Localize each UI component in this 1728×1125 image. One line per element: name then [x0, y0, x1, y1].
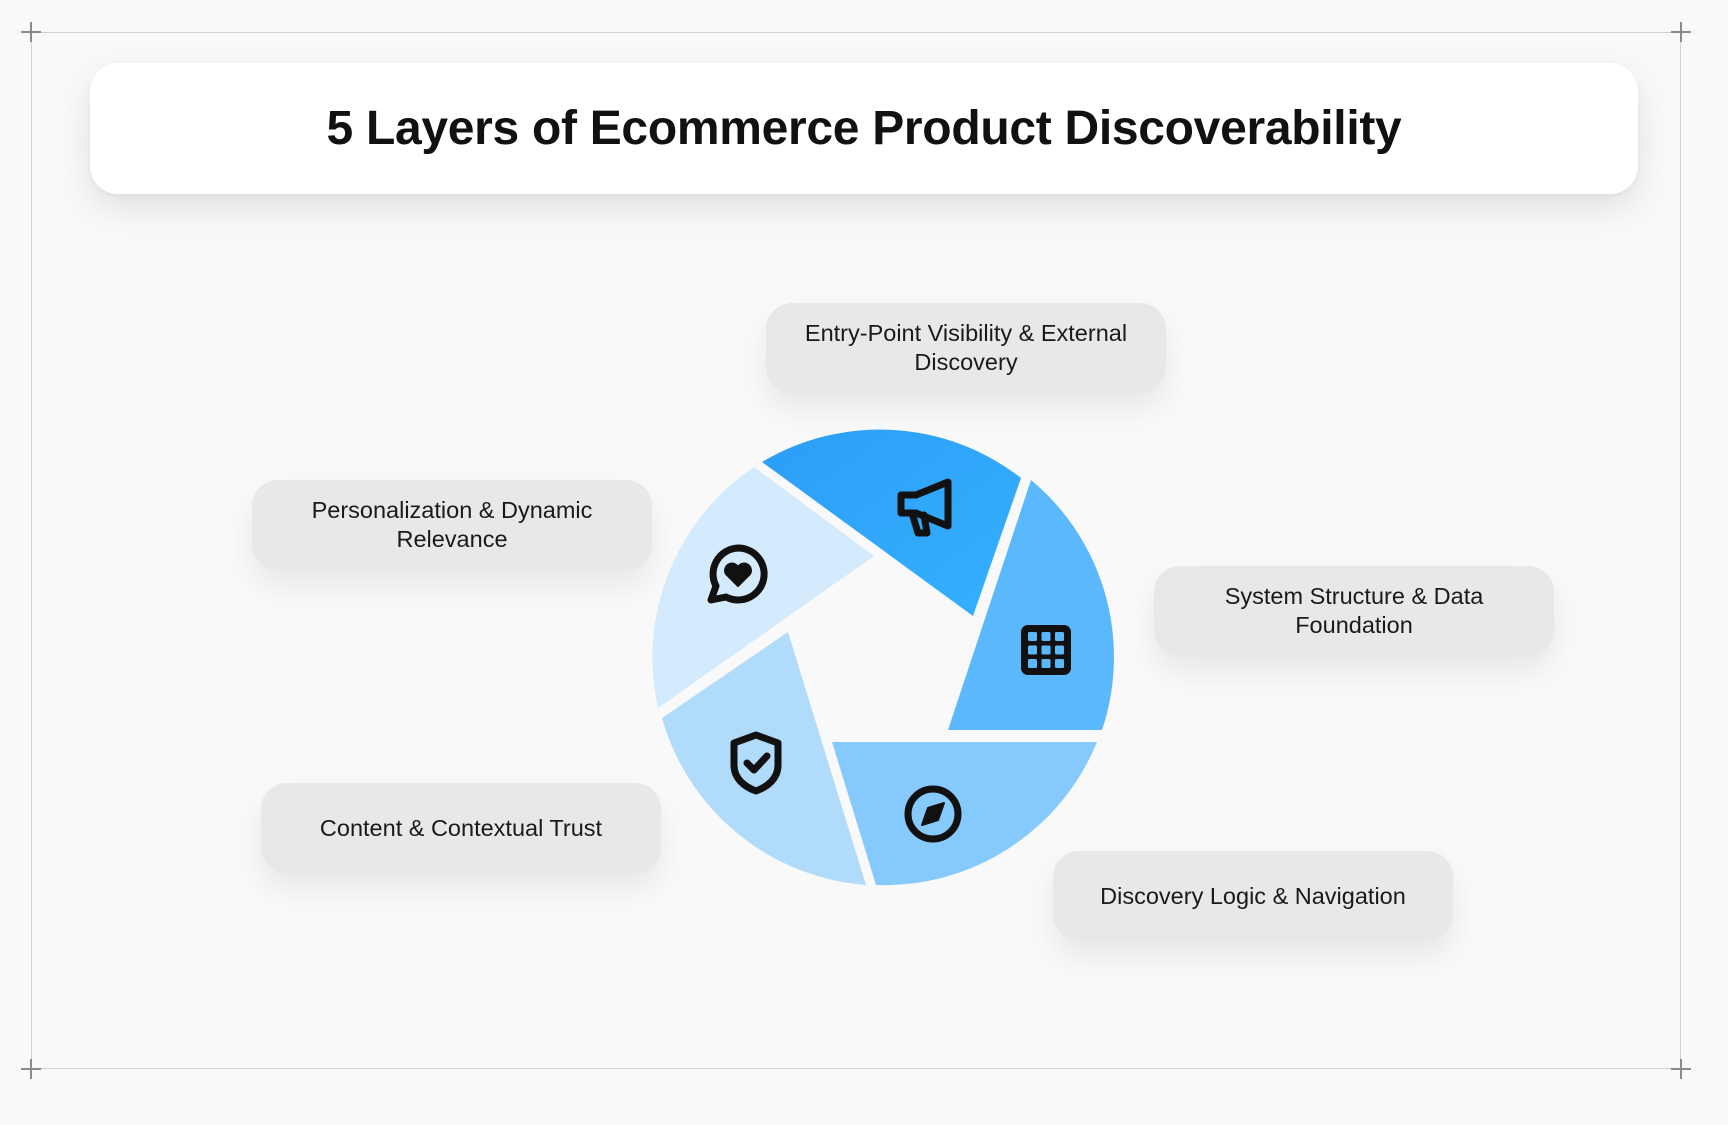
layer-label-text: Personalization & Dynamic Relevance: [311, 497, 593, 552]
grid-icon: [1021, 625, 1071, 675]
layer-label-personalization: Personalization & Dynamic Relevance: [252, 480, 652, 570]
crosshair-top-left: [21, 22, 41, 42]
page-title: 5 Layers of Ecommerce Product Discoverab…: [326, 102, 1402, 155]
compass-icon: [904, 785, 962, 843]
layer-label-text: Entry-Point Visibility & External Discov…: [804, 320, 1128, 375]
title-card: 5 Layers of Ecommerce Product Discoverab…: [90, 63, 1638, 194]
chat-heart-icon: [707, 544, 768, 604]
crosshair-bottom-right: [1671, 1059, 1691, 1079]
frame-line-left: [31, 32, 32, 1068]
blade-discovery-logic: [832, 742, 1097, 886]
layer-label-text: System Structure & Data Foundation: [1224, 583, 1484, 638]
layer-label-system-structure: System Structure & Data Foundation: [1154, 566, 1554, 656]
layer-label-text: Content & Contextual Trust: [319, 814, 603, 841]
shutter-diagram: [652, 429, 1114, 886]
layer-label-content-trust: Content & Contextual Trust: [261, 783, 661, 873]
megaphone-icon: [897, 478, 952, 537]
layer-label-text: Discovery Logic & Navigation: [1100, 882, 1406, 909]
blade-system-structure: [948, 480, 1114, 730]
crosshair-bottom-left: [21, 1059, 41, 1079]
layer-label-entry-point: Entry-Point Visibility & External Discov…: [766, 303, 1166, 393]
frame-line-right: [1680, 32, 1681, 1068]
blade-entry-point: [762, 429, 1021, 616]
crosshair-top-right: [1671, 22, 1691, 42]
layer-label-discovery-logic: Discovery Logic & Navigation: [1053, 851, 1453, 941]
frame-line-top: [30, 32, 1680, 33]
frame-line-bottom: [30, 1068, 1680, 1069]
shield-check-icon: [730, 731, 782, 795]
